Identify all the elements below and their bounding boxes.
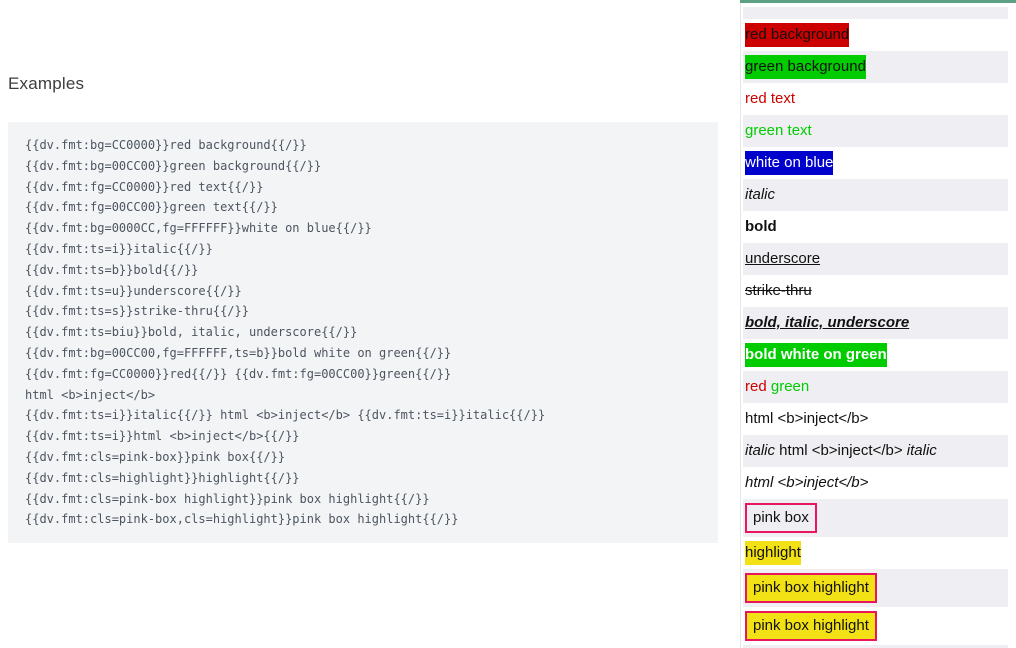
result-row: green background xyxy=(743,51,1008,83)
result-row: html <b>inject</b> xyxy=(743,467,1008,499)
result-text: strike-thru xyxy=(745,282,812,299)
result-row: green text xyxy=(743,115,1008,147)
result-text: italic xyxy=(906,442,937,459)
result-row: bold white on green xyxy=(743,339,1008,371)
result-row: html <b>inject</b> xyxy=(743,403,1008,435)
result-text: bold, italic, underscore xyxy=(745,314,910,331)
pane-divider xyxy=(740,3,741,648)
result-text: pink box highlight xyxy=(745,573,877,603)
result-text: pink box xyxy=(745,503,817,533)
result-text: green text xyxy=(745,122,812,139)
result-text: red xyxy=(745,378,767,395)
result-row-partial xyxy=(743,645,1008,648)
result-text: underscore xyxy=(745,250,821,267)
preview-top-bar xyxy=(740,0,1016,3)
result-row: white on blue xyxy=(743,147,1008,179)
result-text: html <b>inject</b> xyxy=(745,474,869,491)
result-text: green background xyxy=(745,55,866,79)
result-row-partial xyxy=(743,7,1008,19)
result-row: highlight xyxy=(743,537,1008,569)
result-row: underscore xyxy=(743,243,1008,275)
result-text: bold white on green xyxy=(745,343,887,367)
result-text: html <b>inject</b> xyxy=(775,442,907,459)
result-text: html <b>inject</b> xyxy=(745,410,869,427)
result-row: italic html <b>inject</b> italic xyxy=(743,435,1008,467)
examples-heading: Examples xyxy=(8,74,85,93)
result-row: red background xyxy=(743,19,1008,51)
code-block: {{dv.fmt:bg=CC0000}}red background{{/}} … xyxy=(8,122,718,544)
result-row: red green xyxy=(743,371,1008,403)
result-row: pink box xyxy=(743,499,1008,537)
result-row: bold, italic, underscore xyxy=(743,307,1008,339)
docs-pane: Examples {{dv.fmt:bg=CC0000}}red backgro… xyxy=(8,74,718,544)
result-text: red text xyxy=(745,90,796,107)
preview-rows: red background green background red text gr… xyxy=(743,7,1008,648)
result-row: bold xyxy=(743,211,1008,243)
preview-pane[interactable]: red background green background red text gr… xyxy=(736,0,1016,648)
result-row: italic xyxy=(743,179,1008,211)
result-row: red text xyxy=(743,83,1008,115)
result-text: highlight xyxy=(745,541,801,565)
result-text: bold xyxy=(745,218,777,235)
result-text: italic xyxy=(745,186,776,203)
result-text: pink box highlight xyxy=(745,611,877,641)
result-row: pink box highlight xyxy=(743,569,1008,607)
result-text: green xyxy=(770,378,810,395)
result-row: pink box highlight xyxy=(743,607,1008,645)
result-text: white on blue xyxy=(745,151,834,175)
result-row: strike-thru xyxy=(743,275,1008,307)
result-text: italic xyxy=(745,442,776,459)
result-text: red background xyxy=(745,23,850,47)
